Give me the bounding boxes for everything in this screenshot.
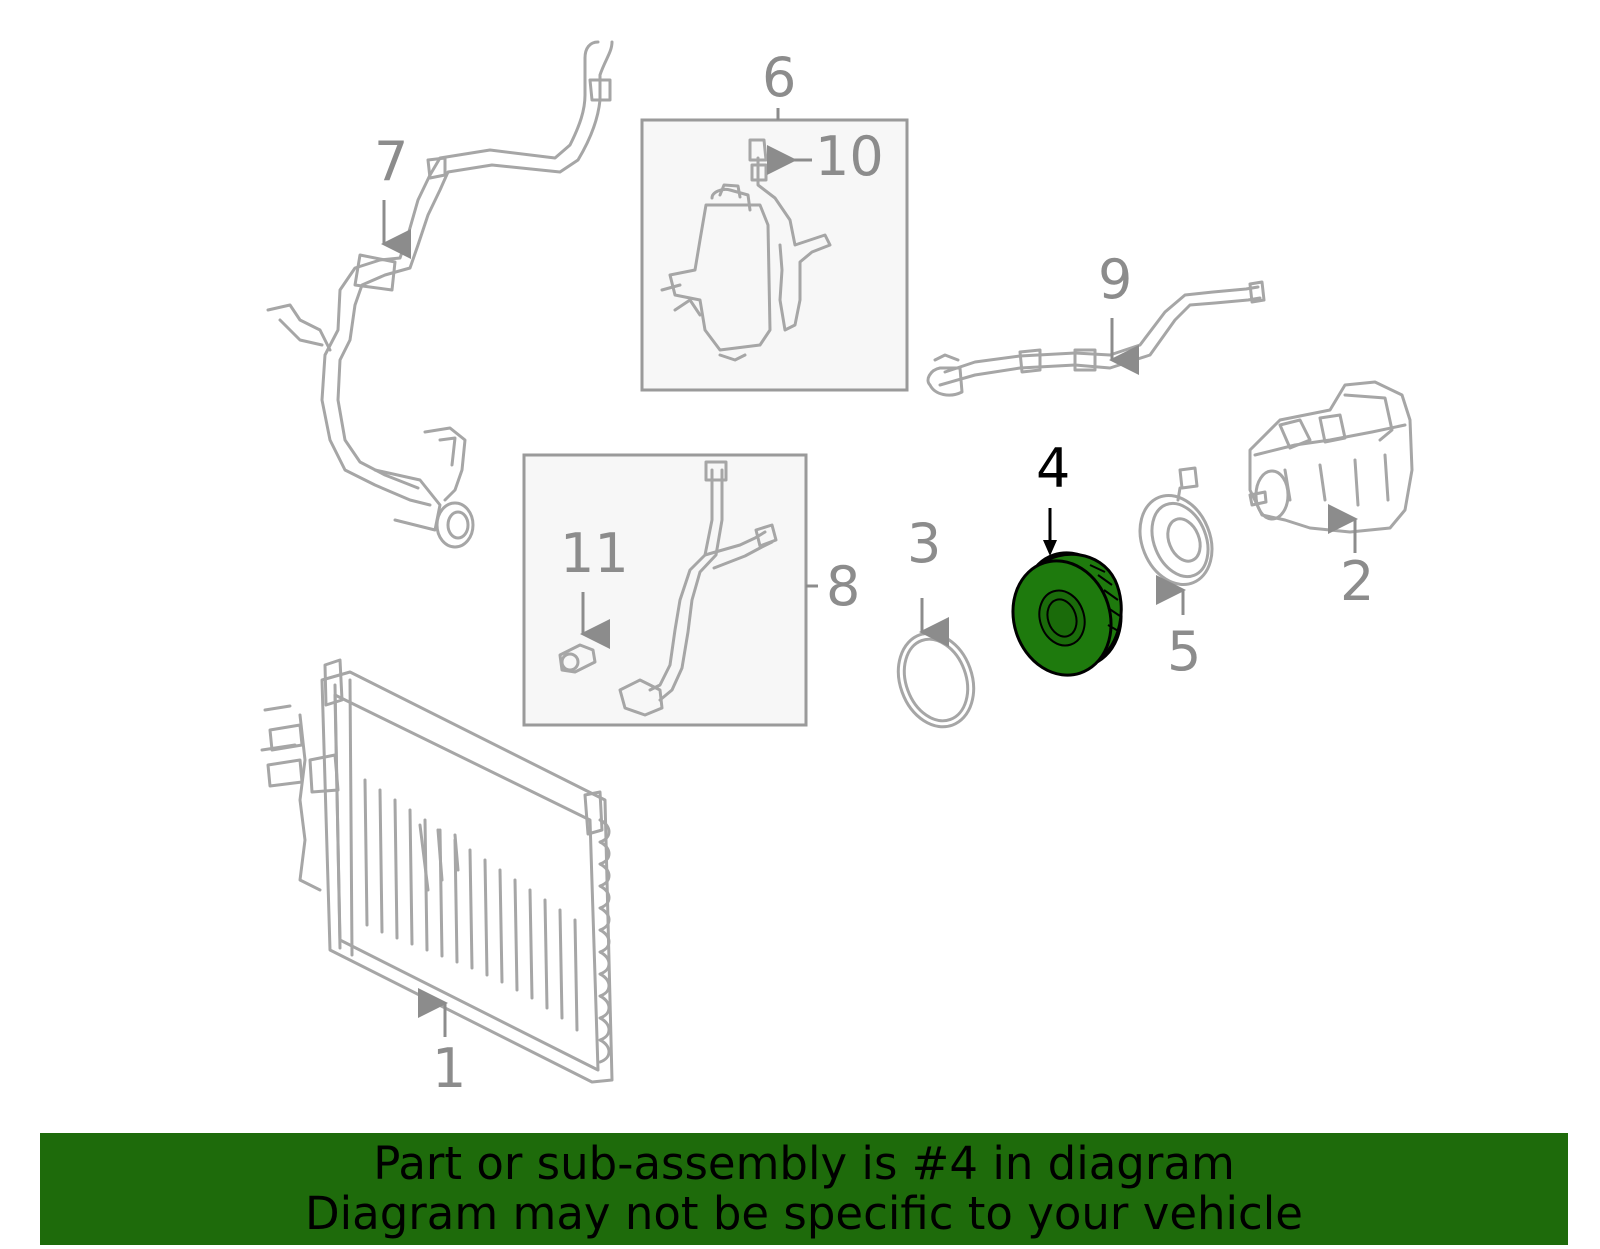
- part-1-condenser[interactable]: [260, 658, 614, 1084]
- callout-1[interactable]: 1: [432, 1037, 466, 1100]
- part-9-hose[interactable]: [926, 280, 1266, 397]
- banner-line-1: Part or sub-assembly is #4 in diagram: [373, 1137, 1235, 1190]
- callout-6[interactable]: 6: [762, 46, 796, 109]
- callout-7[interactable]: 7: [374, 130, 408, 193]
- part-4-pulley[interactable]: [998, 540, 1135, 688]
- leader-lines: [381, 108, 1358, 1037]
- callout-2[interactable]: 2: [1340, 550, 1374, 613]
- part-2-compressor[interactable]: [1248, 380, 1414, 534]
- callout-9[interactable]: 9: [1098, 248, 1132, 311]
- callout-labels: 1 2 3 4 5 6 7 8 9 10 11: [374, 46, 1374, 1100]
- banner-line-2: Diagram may not be specific to your vehi…: [305, 1187, 1303, 1240]
- part-3-o-ring[interactable]: [886, 623, 986, 738]
- callout-3[interactable]: 3: [907, 512, 941, 575]
- part-5-field-coil[interactable]: [1127, 466, 1225, 595]
- callout-11[interactable]: 11: [560, 522, 629, 585]
- part-8-box[interactable]: [522, 453, 808, 727]
- info-banner: Part or sub-assembly is #4 in diagram Di…: [40, 1133, 1568, 1245]
- callout-4[interactable]: 4: [1036, 437, 1070, 500]
- callout-5[interactable]: 5: [1167, 620, 1201, 683]
- part-7-hose-assembly[interactable]: [266, 40, 614, 549]
- callout-10[interactable]: 10: [815, 125, 884, 188]
- callout-8[interactable]: 8: [826, 555, 860, 618]
